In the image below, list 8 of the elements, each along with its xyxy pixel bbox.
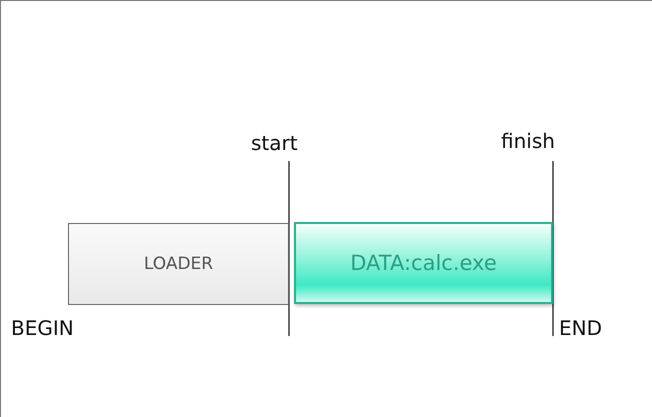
segment-label: DATA:calc.exe — [350, 251, 497, 275]
marker-label: END — [559, 316, 602, 340]
marker-label: start — [251, 131, 298, 155]
marker-label: finish — [501, 129, 555, 153]
marker-label: BEGIN — [11, 316, 74, 340]
segment-box — [294, 222, 553, 304]
segment-box — [68, 223, 289, 305]
segment-label: LOADER — [144, 254, 214, 274]
